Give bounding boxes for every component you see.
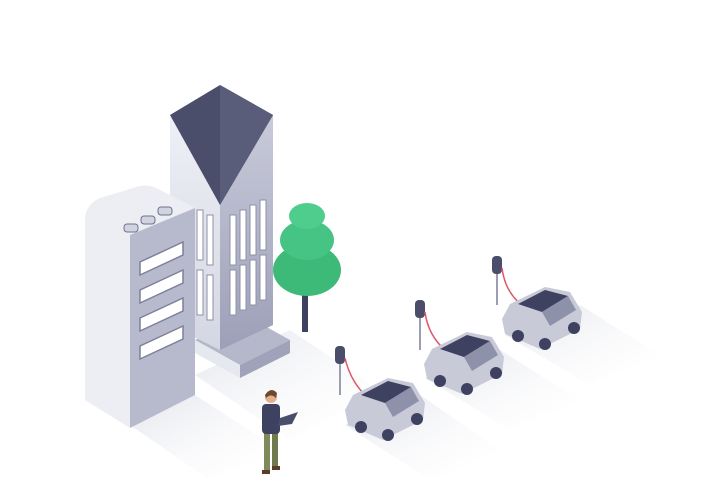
office-building bbox=[85, 185, 195, 428]
tree bbox=[273, 203, 341, 332]
person-with-laptop bbox=[262, 389, 298, 474]
charging-station bbox=[492, 256, 523, 306]
electric-car bbox=[502, 287, 582, 350]
electric-car bbox=[345, 378, 425, 441]
charging-station bbox=[415, 300, 446, 351]
office-tower bbox=[170, 85, 290, 378]
electric-car bbox=[424, 332, 504, 395]
